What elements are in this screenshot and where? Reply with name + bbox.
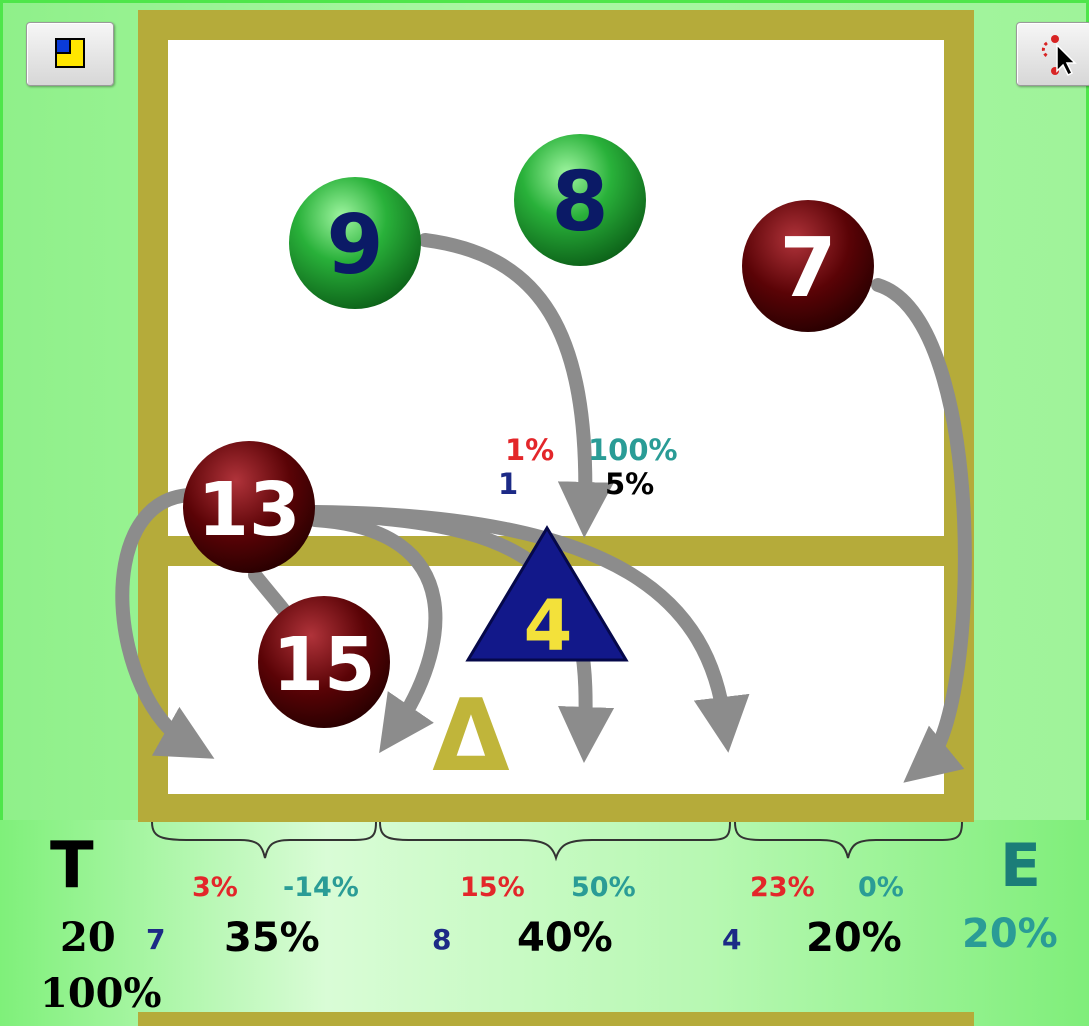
next-court-edge xyxy=(138,1012,974,1026)
stats-panel xyxy=(0,820,1089,1026)
pointer-tool-button[interactable] xyxy=(1016,22,1089,86)
player-13-number: 13 xyxy=(198,467,301,553)
center-pct: 5% xyxy=(605,467,655,501)
setter-number: 4 xyxy=(524,585,573,667)
team-letter: T xyxy=(50,829,94,903)
player-9-number: 9 xyxy=(326,198,383,293)
team-total: 20 xyxy=(60,914,116,961)
zone3-pct: 20% xyxy=(806,915,902,961)
arrow-13-to-zone1b xyxy=(308,513,443,754)
zone2-pct: 40% xyxy=(517,915,613,961)
setter-4[interactable]: 4 xyxy=(465,525,629,667)
brace-zone-1 xyxy=(151,821,377,859)
zone3-teal-pct: 0% xyxy=(858,872,904,903)
player-13[interactable]: 13 xyxy=(183,441,315,573)
zone-braces xyxy=(151,821,963,862)
rotation-button[interactable] xyxy=(26,22,114,86)
delta-marker: Δ xyxy=(432,677,509,794)
player-8[interactable]: 8 xyxy=(514,134,646,266)
center-count: 1 xyxy=(498,467,519,501)
player-15-number: 15 xyxy=(273,622,376,708)
zone3-count: 4 xyxy=(722,923,742,956)
center-teal-pct: 100% xyxy=(588,433,678,467)
rotation-icon xyxy=(55,38,85,68)
court-frame xyxy=(138,10,974,822)
zone2-teal-pct: 50% xyxy=(571,872,636,903)
center-red-pct: 1% xyxy=(505,433,555,467)
zone3-red-pct: 23% xyxy=(750,872,815,903)
player-7[interactable]: 7 xyxy=(742,200,874,332)
player-9[interactable]: 9 xyxy=(289,177,421,309)
arrow-9-to-setter xyxy=(418,233,614,538)
e-letter: E xyxy=(1000,831,1041,901)
zone1-count: 7 xyxy=(146,923,166,956)
arrow-13-to-zone1a xyxy=(115,488,215,759)
zone2-red-pct: 15% xyxy=(460,872,525,903)
player-7-number: 7 xyxy=(779,221,836,316)
team-pct: 100% xyxy=(40,970,162,1017)
attack-arrows xyxy=(115,233,972,783)
arrow-13-to-zone3 xyxy=(308,505,750,753)
player-15[interactable]: 15 xyxy=(258,596,390,728)
brace-zone-2 xyxy=(379,821,731,862)
zone2-count: 8 xyxy=(432,923,452,956)
zone1-pct: 35% xyxy=(224,915,320,961)
zone1-red-pct: 3% xyxy=(192,872,238,903)
cursor-icon xyxy=(1041,35,1077,77)
player-8-number: 8 xyxy=(551,155,608,250)
e-pct: 20% xyxy=(962,911,1058,957)
arrow-7-to-zone3 xyxy=(871,278,972,783)
zone1-teal-pct: -14% xyxy=(283,872,359,903)
brace-zone-3 xyxy=(734,821,963,859)
